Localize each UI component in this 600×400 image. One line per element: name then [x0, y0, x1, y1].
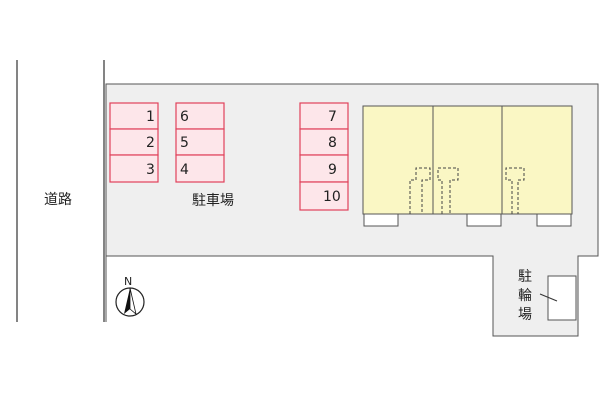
parking-label: 駐車場 — [192, 192, 234, 209]
slot-number: 3 — [146, 162, 155, 178]
road-label: 道路 — [44, 192, 72, 208]
slot-number: 2 — [146, 135, 155, 151]
parking-slots-mid: 6 5 4 — [175, 102, 225, 183]
bicycle-parking-label-char: 駐 — [518, 269, 532, 285]
compass-needle-icon — [129, 287, 137, 316]
parking-slot[interactable] — [299, 154, 349, 183]
parking-slot[interactable] — [175, 102, 225, 130]
building-unit[interactable] — [362, 105, 434, 215]
parking-slot[interactable] — [175, 154, 225, 183]
parking-slot[interactable] — [299, 181, 349, 211]
parking-slot[interactable] — [109, 154, 159, 183]
building-unit[interactable] — [432, 105, 503, 215]
parking-slot[interactable] — [109, 102, 159, 130]
stair-outline — [437, 167, 459, 214]
stair-outline — [409, 167, 431, 214]
slot-number: 8 — [328, 135, 337, 151]
entrance-step — [536, 213, 572, 227]
slot-number: 6 — [180, 109, 189, 125]
bicycle-parking: 駐 輪 場 — [518, 269, 577, 323]
compass-label: N — [124, 275, 132, 288]
north-compass: N — [115, 275, 145, 317]
compass-needle-icon — [124, 288, 130, 314]
parking-slots-right: 7 8 9 10 — [299, 102, 349, 211]
stair-outline — [505, 167, 525, 214]
entrance-step — [466, 213, 502, 227]
parking-slot[interactable] — [299, 102, 349, 130]
slot-number: 7 — [328, 109, 337, 125]
parking-slot[interactable] — [299, 128, 349, 156]
bicycle-shed[interactable] — [547, 275, 577, 321]
bicycle-pointer — [539, 293, 558, 302]
slot-number: 1 — [146, 109, 155, 125]
bicycle-parking-label-char: 輪 — [518, 287, 532, 304]
slot-number: 10 — [323, 189, 341, 205]
slot-number: 5 — [180, 135, 189, 151]
parking-slot[interactable] — [175, 128, 225, 156]
slot-number: 4 — [180, 162, 189, 178]
apartment-building — [362, 105, 573, 227]
slot-number: 9 — [328, 162, 337, 178]
entrance-step — [363, 213, 399, 227]
bicycle-parking-label-char: 場 — [518, 307, 532, 323]
parking-slots-left: 1 2 3 — [109, 102, 159, 183]
building-unit[interactable] — [501, 105, 573, 215]
